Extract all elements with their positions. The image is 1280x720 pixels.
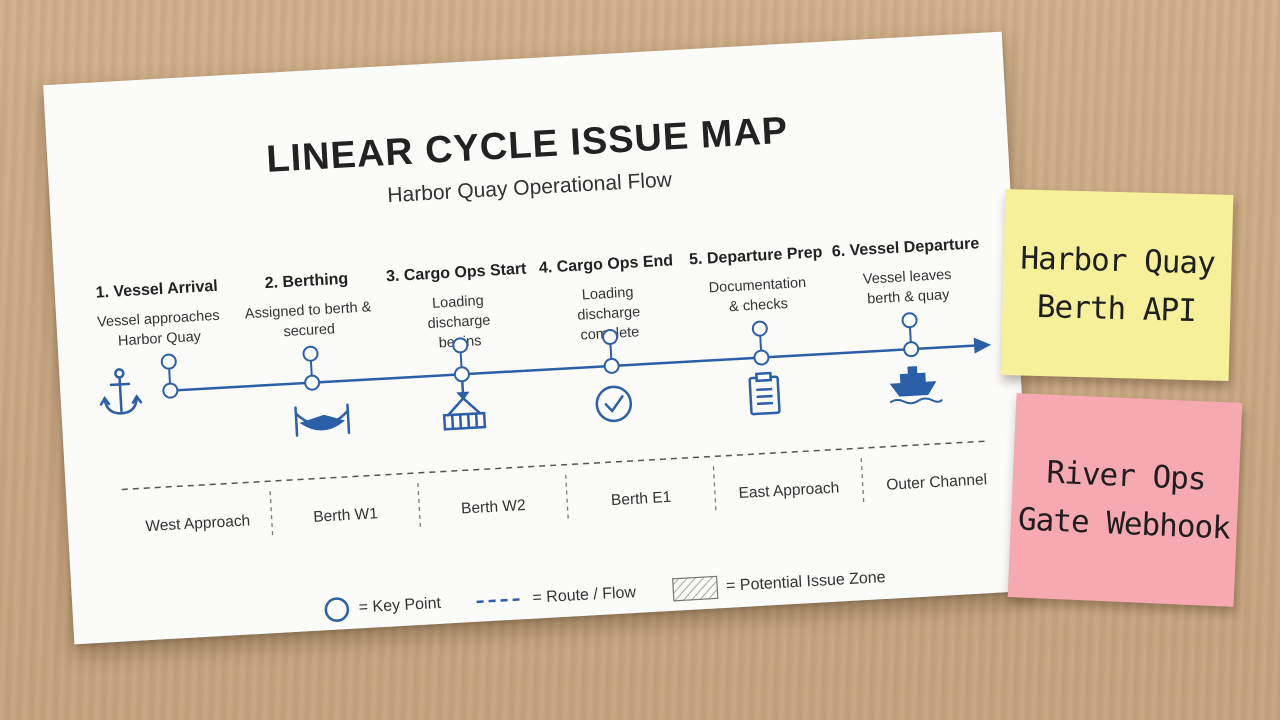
key-point-5 — [751, 320, 770, 366]
legend-key-point: = Key Point — [322, 590, 442, 625]
key-point-2 — [302, 345, 321, 391]
ship-icon — [889, 366, 943, 405]
note-line: Gate Webhook — [1017, 501, 1231, 547]
key-point-4 — [602, 328, 620, 374]
note-line: Harbor Quay — [1020, 240, 1216, 282]
route-line — [169, 344, 976, 392]
legend-route: = Route / Flow — [474, 579, 637, 616]
crane-load-icon — [442, 381, 487, 431]
berth-icon — [294, 403, 351, 437]
flow-diagram — [99, 312, 992, 536]
sticky-note-harbor-quay: Harbor Quay Berth API — [1000, 189, 1234, 381]
sticky-note-river-ops: River Ops Gate Webhook — [1007, 393, 1243, 607]
issue-zone-swatch — [672, 575, 719, 602]
note-line: River Ops — [1045, 454, 1207, 498]
legend-label: = Key Point — [358, 594, 442, 617]
zone-boundary-line — [121, 440, 985, 491]
key-point-3 — [452, 337, 470, 383]
legend-issue-zone: = Potential Issue Zone — [672, 565, 887, 603]
anchor-icon — [99, 368, 143, 415]
route-symbol — [476, 598, 523, 604]
legend-label: = Potential Issue Zone — [725, 568, 887, 595]
note-line: Berth API — [1036, 288, 1197, 330]
clipboard-icon — [748, 371, 781, 416]
check-circle-icon — [595, 385, 633, 423]
key-point-1 — [160, 353, 179, 399]
legend-label: = Route / Flow — [532, 583, 637, 607]
diagram-sheet: LINEAR CYCLE ISSUE MAP Harbor Quay Opera… — [43, 31, 1033, 645]
route-arrowhead — [973, 337, 992, 354]
key-point-6 — [901, 312, 920, 358]
key-point-symbol — [324, 597, 350, 622]
